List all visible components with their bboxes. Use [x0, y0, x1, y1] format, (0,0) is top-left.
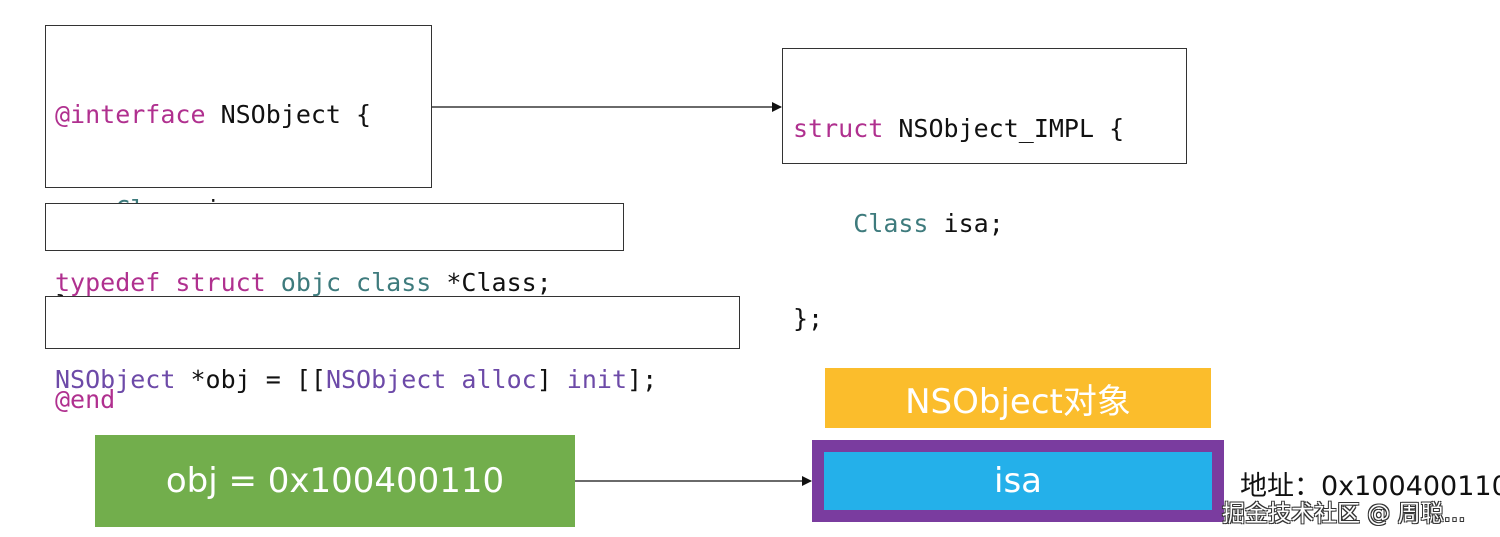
keyword: @end	[55, 385, 116, 414]
impl-code-box: struct NSObject_IMPL { Class isa; };	[782, 48, 1187, 333]
code-text: NSObject_IMPL {	[883, 114, 1125, 143]
typedef-code-box: typedef struct objc_class *Class;	[45, 203, 624, 297]
code-line: @end	[55, 381, 431, 418]
code-text: *Class;	[431, 268, 552, 297]
pointer-box: obj = 0x100400110	[95, 435, 575, 527]
code-text: *obj = [[	[175, 365, 326, 394]
object-title-box: NSObject对象	[825, 368, 1211, 428]
code-text: };	[793, 304, 824, 333]
keyword: struct	[793, 114, 884, 143]
address-label: 地址：0x100400110	[1240, 471, 1500, 502]
type-name: objc_class	[280, 268, 432, 297]
keyword: typedef	[55, 268, 161, 297]
code-text: NSObject {	[205, 100, 372, 129]
class-name: NSObject	[325, 365, 447, 394]
code-text: ]	[536, 365, 567, 394]
code-line: struct NSObject_IMPL {	[793, 110, 1186, 147]
method-name: init	[566, 365, 628, 394]
class-name: NSObject	[55, 365, 176, 394]
code-line: };	[793, 300, 1186, 337]
code-line: typedef struct objc_class *Class;	[55, 264, 623, 301]
code-line: NSObject *obj = [[NSObject alloc] init];	[55, 361, 739, 398]
code-text: isa;	[928, 209, 1004, 238]
method-name: alloc	[461, 365, 537, 394]
watermark-text: 掘金技术社区 @ 周聪...	[1222, 501, 1466, 527]
code-line: @interface NSObject {	[55, 96, 431, 133]
code-text: ];	[627, 365, 658, 394]
type-name: Class	[853, 209, 929, 238]
isa-box: isa	[824, 452, 1212, 510]
alloc-code-box: NSObject *obj = [[NSObject alloc] init];	[45, 296, 740, 394]
keyword: struct	[175, 268, 266, 297]
keyword: @interface	[55, 100, 206, 129]
code-line: Class isa;	[793, 205, 1186, 242]
